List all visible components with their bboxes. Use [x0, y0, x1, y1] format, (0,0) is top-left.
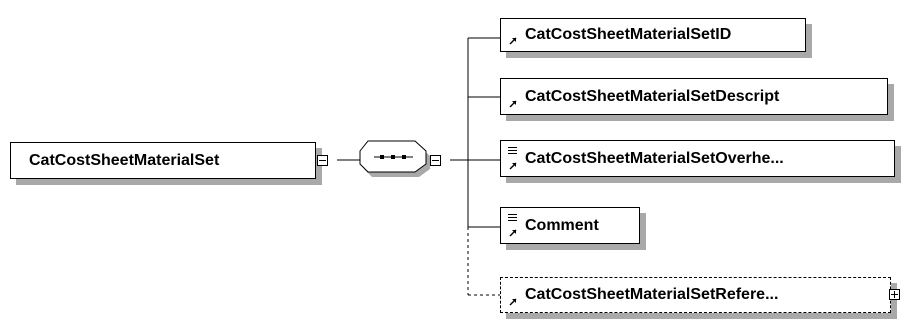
- child-element-label: CatCostSheetMaterialSetDescript: [525, 87, 780, 105]
- root-element-label: CatCostSheetMaterialSet: [29, 151, 220, 169]
- text-content-icon: [508, 214, 517, 221]
- child-element-box[interactable]: CatCostSheetMaterialSetDescript: [500, 78, 888, 115]
- reference-arrow-icon: [509, 37, 517, 45]
- child-element-label: CatCostSheetMaterialSetID: [525, 26, 732, 43]
- reference-arrow-icon: [509, 100, 517, 108]
- reference-arrow-icon: [509, 229, 517, 237]
- child-element-label: CatCostSheetMaterialSetRefere...: [525, 286, 779, 303]
- child-element-label: CatCostSheetMaterialSetOverhe...: [525, 149, 784, 167]
- child-element-box[interactable]: CatCostSheetMaterialSetID: [500, 18, 806, 52]
- reference-arrow-icon: [509, 298, 517, 306]
- child-expand-toggle[interactable]: [889, 289, 900, 300]
- child-element-box-optional[interactable]: CatCostSheetMaterialSetRefere...: [500, 277, 891, 313]
- reference-arrow-icon: [509, 162, 517, 170]
- root-collapse-toggle[interactable]: [317, 155, 328, 166]
- child-element-box[interactable]: CatCostSheetMaterialSetOverhe...: [500, 140, 895, 177]
- text-content-icon: [508, 147, 517, 154]
- child-element-box[interactable]: Comment: [500, 207, 640, 244]
- root-element-box[interactable]: CatCostSheetMaterialSet: [10, 142, 316, 179]
- child-element-label: Comment: [525, 216, 599, 234]
- sequence-collapse-toggle[interactable]: [430, 155, 441, 166]
- sequence-compositor-icon[interactable]: [358, 139, 433, 177]
